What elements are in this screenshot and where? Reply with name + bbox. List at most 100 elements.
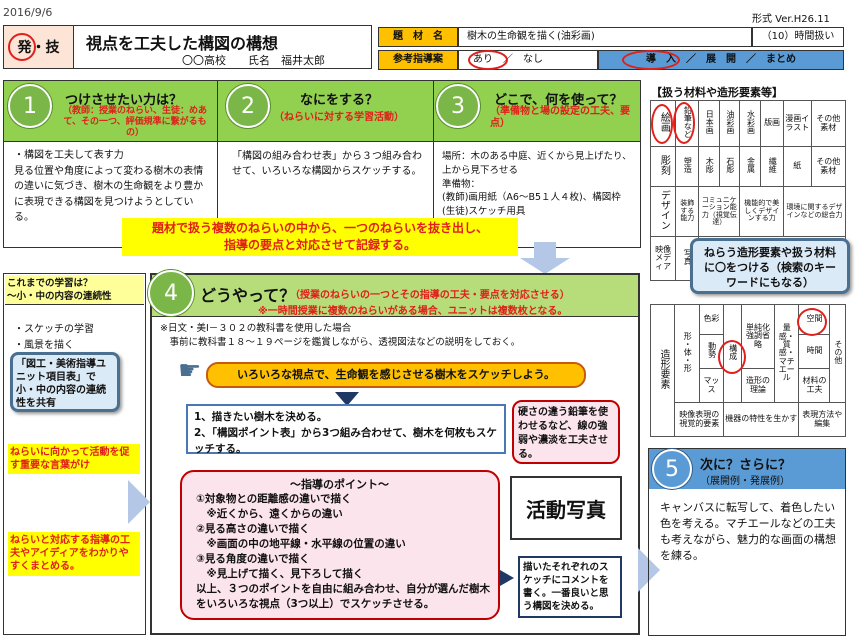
phase-selected-circle (622, 50, 680, 70)
section-3-title: どこで、何を使って？ (494, 93, 623, 108)
painting-circle (651, 104, 673, 144)
section-5-body: キャンバスに転写して、着色したい色を考える。マチエールなどの工夫も考えながら、魅… (660, 501, 836, 562)
pencil-note: 硬さの違う鉛筆を使わせるなど、線の強弱や濃淡を工夫させる。 (512, 400, 620, 464)
comment-note: 描いたそれぞれのスケッチにコメントを書く。一番良いと思う構図を決める。 (518, 556, 622, 618)
title-box (3, 25, 372, 69)
section-2-sub: （ねらいに対する学習活動） (274, 112, 404, 123)
date: 2016/9/6 (3, 6, 53, 19)
mat-print[interactable]: 版画 (760, 100, 785, 147)
mat-other1[interactable]: その他素材 (810, 100, 847, 147)
elem-quantity[interactable]: 量感・質感・マチエール (774, 304, 800, 403)
mat-oil[interactable]: 油彩画 (718, 100, 741, 147)
mat-media[interactable]: 映像メディア (649, 236, 677, 281)
mat-metal[interactable]: 金属 (739, 146, 762, 187)
materials-callout: ねらう造形要素や扱う材料に〇をつける（検索のキーワードにもなる） (690, 238, 850, 294)
section-5-number: 5 (652, 449, 692, 489)
section-3-sub: （準備物と場の設定の工夫、要点） (490, 106, 630, 129)
right-arrow-3 (638, 548, 660, 592)
elem-form[interactable]: 形・体・形 (674, 304, 700, 403)
section-4-number: 4 (148, 270, 194, 316)
down-arrow-2 (335, 392, 359, 406)
elem-time[interactable]: 時間 (798, 334, 831, 369)
prior-title: これまでの学習は？ ～小・中の内容の連続性 (5, 275, 144, 305)
hours: （10）時間扱い (752, 27, 844, 47)
section-4-sub2: ※一時間授業に複数のねらいがある場合、ユニットは複数枚となる。 (258, 306, 568, 317)
elem-device[interactable]: 機器の特性を生かす (723, 402, 800, 437)
section-4-header (152, 275, 638, 317)
composition-circle (718, 340, 746, 374)
prior-box (3, 273, 146, 635)
space-circle (797, 308, 827, 336)
elem-video[interactable]: 映像表現の視覚的要素 (674, 402, 725, 437)
section-4-title: どうやって？ (200, 286, 296, 305)
mat-watercolor[interactable]: 水彩画 (739, 100, 762, 147)
elem-head: 造形要素 (649, 304, 676, 437)
section-2-title: なにをする？ (300, 93, 379, 108)
points-title: ～指導のポイント～ (290, 478, 389, 491)
mat-fiber[interactable]: 繊維 (760, 146, 785, 187)
mat-decoration[interactable]: 装飾する能力 (675, 186, 700, 237)
theme-label: 題 材 名 (378, 27, 458, 47)
section-1-sub: （教師：授業のねらい、生徒：めあて、その一つ、評価規準に繋がるもの） (62, 106, 207, 138)
pencil-circle (673, 102, 695, 144)
section-4-box (150, 273, 640, 635)
ideas-callout: ねらいと対応する指導の工夫やアイディアをわかりやすくまとめる。 (8, 532, 140, 576)
section-header-band (4, 81, 640, 141)
ref-selected-circle (468, 50, 508, 70)
section-4-sub1: （授業のねらいの一つとその指導の工夫・要点を対応させる） (290, 290, 570, 301)
elem-color[interactable]: 色彩 (698, 304, 725, 335)
elem-theory[interactable]: 造形の理論 (740, 368, 776, 403)
section-5-sub: （展開例・発展例） (700, 476, 790, 487)
mat-environment[interactable]: 環境に関するデザインなどの総合力 (783, 186, 846, 237)
section-3-number: 3 (436, 84, 480, 128)
right-arrow-2 (500, 570, 514, 586)
section-5-box (648, 448, 846, 636)
mat-other2[interactable]: その他素材 (810, 146, 847, 187)
mat-design[interactable]: デザイン (649, 186, 677, 237)
section-4-note: ※日文・美Ⅰ－３０２の教科書を使用した場合 事前に教科書１８～１９ページを鑑賞し… (160, 323, 521, 348)
section-4-goal: いろいろな視点で、生命観を感じさせる樹木をスケッチしよう。 (206, 362, 586, 388)
mat-stone[interactable]: 石彫 (718, 146, 741, 187)
section-1-number: 1 (8, 84, 52, 128)
prior-body: ・スケッチの学習 ・風景を描く (14, 324, 94, 351)
version: 形式 Ver.H26.11 (752, 14, 830, 25)
down-arrow-head (520, 258, 570, 274)
materials-title: 【扱う材料や造形要素等】 (651, 86, 783, 99)
elem-method[interactable]: 表現方法や編集 (798, 402, 846, 437)
page-title: 視点を工夫した構図の構想 (86, 34, 279, 53)
section-1-body: ・構図を工夫して表す力 見る位置や角度によって変わる樹木の表情の違いに気づき、樹… (14, 150, 204, 223)
activity-photo: 活動写真 (510, 476, 622, 540)
prior-callout: 「図工・美術指導ユニット項目表」で小・中の内容の連続性を共有 (10, 352, 120, 412)
mat-modeling[interactable]: 塑造 (675, 146, 700, 187)
section-5-title: 次に？さらに？ (700, 458, 792, 473)
section-3-body: 場所：木のある中庭、近くから見上げたり、上から見下ろせる 準備物： (教師)画用… (442, 151, 632, 218)
words-callout: ねらいに向かって活動を促す重要な言葉がけ (8, 444, 140, 474)
subject-badge-label: 発・技 (17, 40, 60, 56)
elem-mass[interactable]: マッス (698, 368, 725, 403)
ref-options: あり ／ なし (458, 50, 598, 70)
mat-manga[interactable]: 漫画イラスト (783, 100, 812, 147)
elem-other[interactable]: その他 (829, 304, 846, 403)
points-box (180, 470, 500, 620)
elem-material[interactable]: 材料の工夫 (798, 368, 831, 403)
mat-functional[interactable]: 機能的で美しくデザインする力 (739, 186, 785, 237)
subject-badge-circle (8, 33, 36, 61)
ref-options-text: あり ／ なし (473, 54, 543, 65)
mat-paper[interactable]: 紙 (783, 146, 812, 187)
mat-communication[interactable]: コミュニケーション能力（視覚伝達） (698, 186, 741, 237)
elem-simplify[interactable]: 単純化強調省略 (740, 304, 776, 369)
right-arrow-1 (128, 480, 150, 524)
activity-photo-label: 活動写真 (526, 497, 606, 522)
section-1-title: つけさせたい力は？ (65, 93, 183, 108)
section-4-steps: 1、描きたい樹木を決める。 2、「構図ポイント表」から3つ組み合わせて、樹木を何… (186, 404, 506, 455)
school-name: 〇〇高校 氏名 福井太郎 (182, 54, 325, 67)
down-arrow (534, 242, 556, 260)
section-2-number: 2 (226, 84, 270, 128)
mat-sculpture[interactable]: 彫刻 (649, 146, 677, 187)
mat-wood[interactable]: 木彫 (698, 146, 720, 187)
mat-nihonga[interactable]: 日本画 (698, 100, 720, 147)
pointing-hand-icon: ☛ (178, 356, 202, 386)
center-callout: 題材で扱う複数のねらいの中から、一つのねらいを抜き出し、 指導の要点と対応させて… (122, 218, 518, 256)
theme-value: 樹木の生命観を描く(油彩画) (458, 27, 752, 47)
points-body: ①対象物との距離感の違いで描く ※近くから、遠くからの違い ②見る高さの違いで描… (196, 493, 490, 610)
